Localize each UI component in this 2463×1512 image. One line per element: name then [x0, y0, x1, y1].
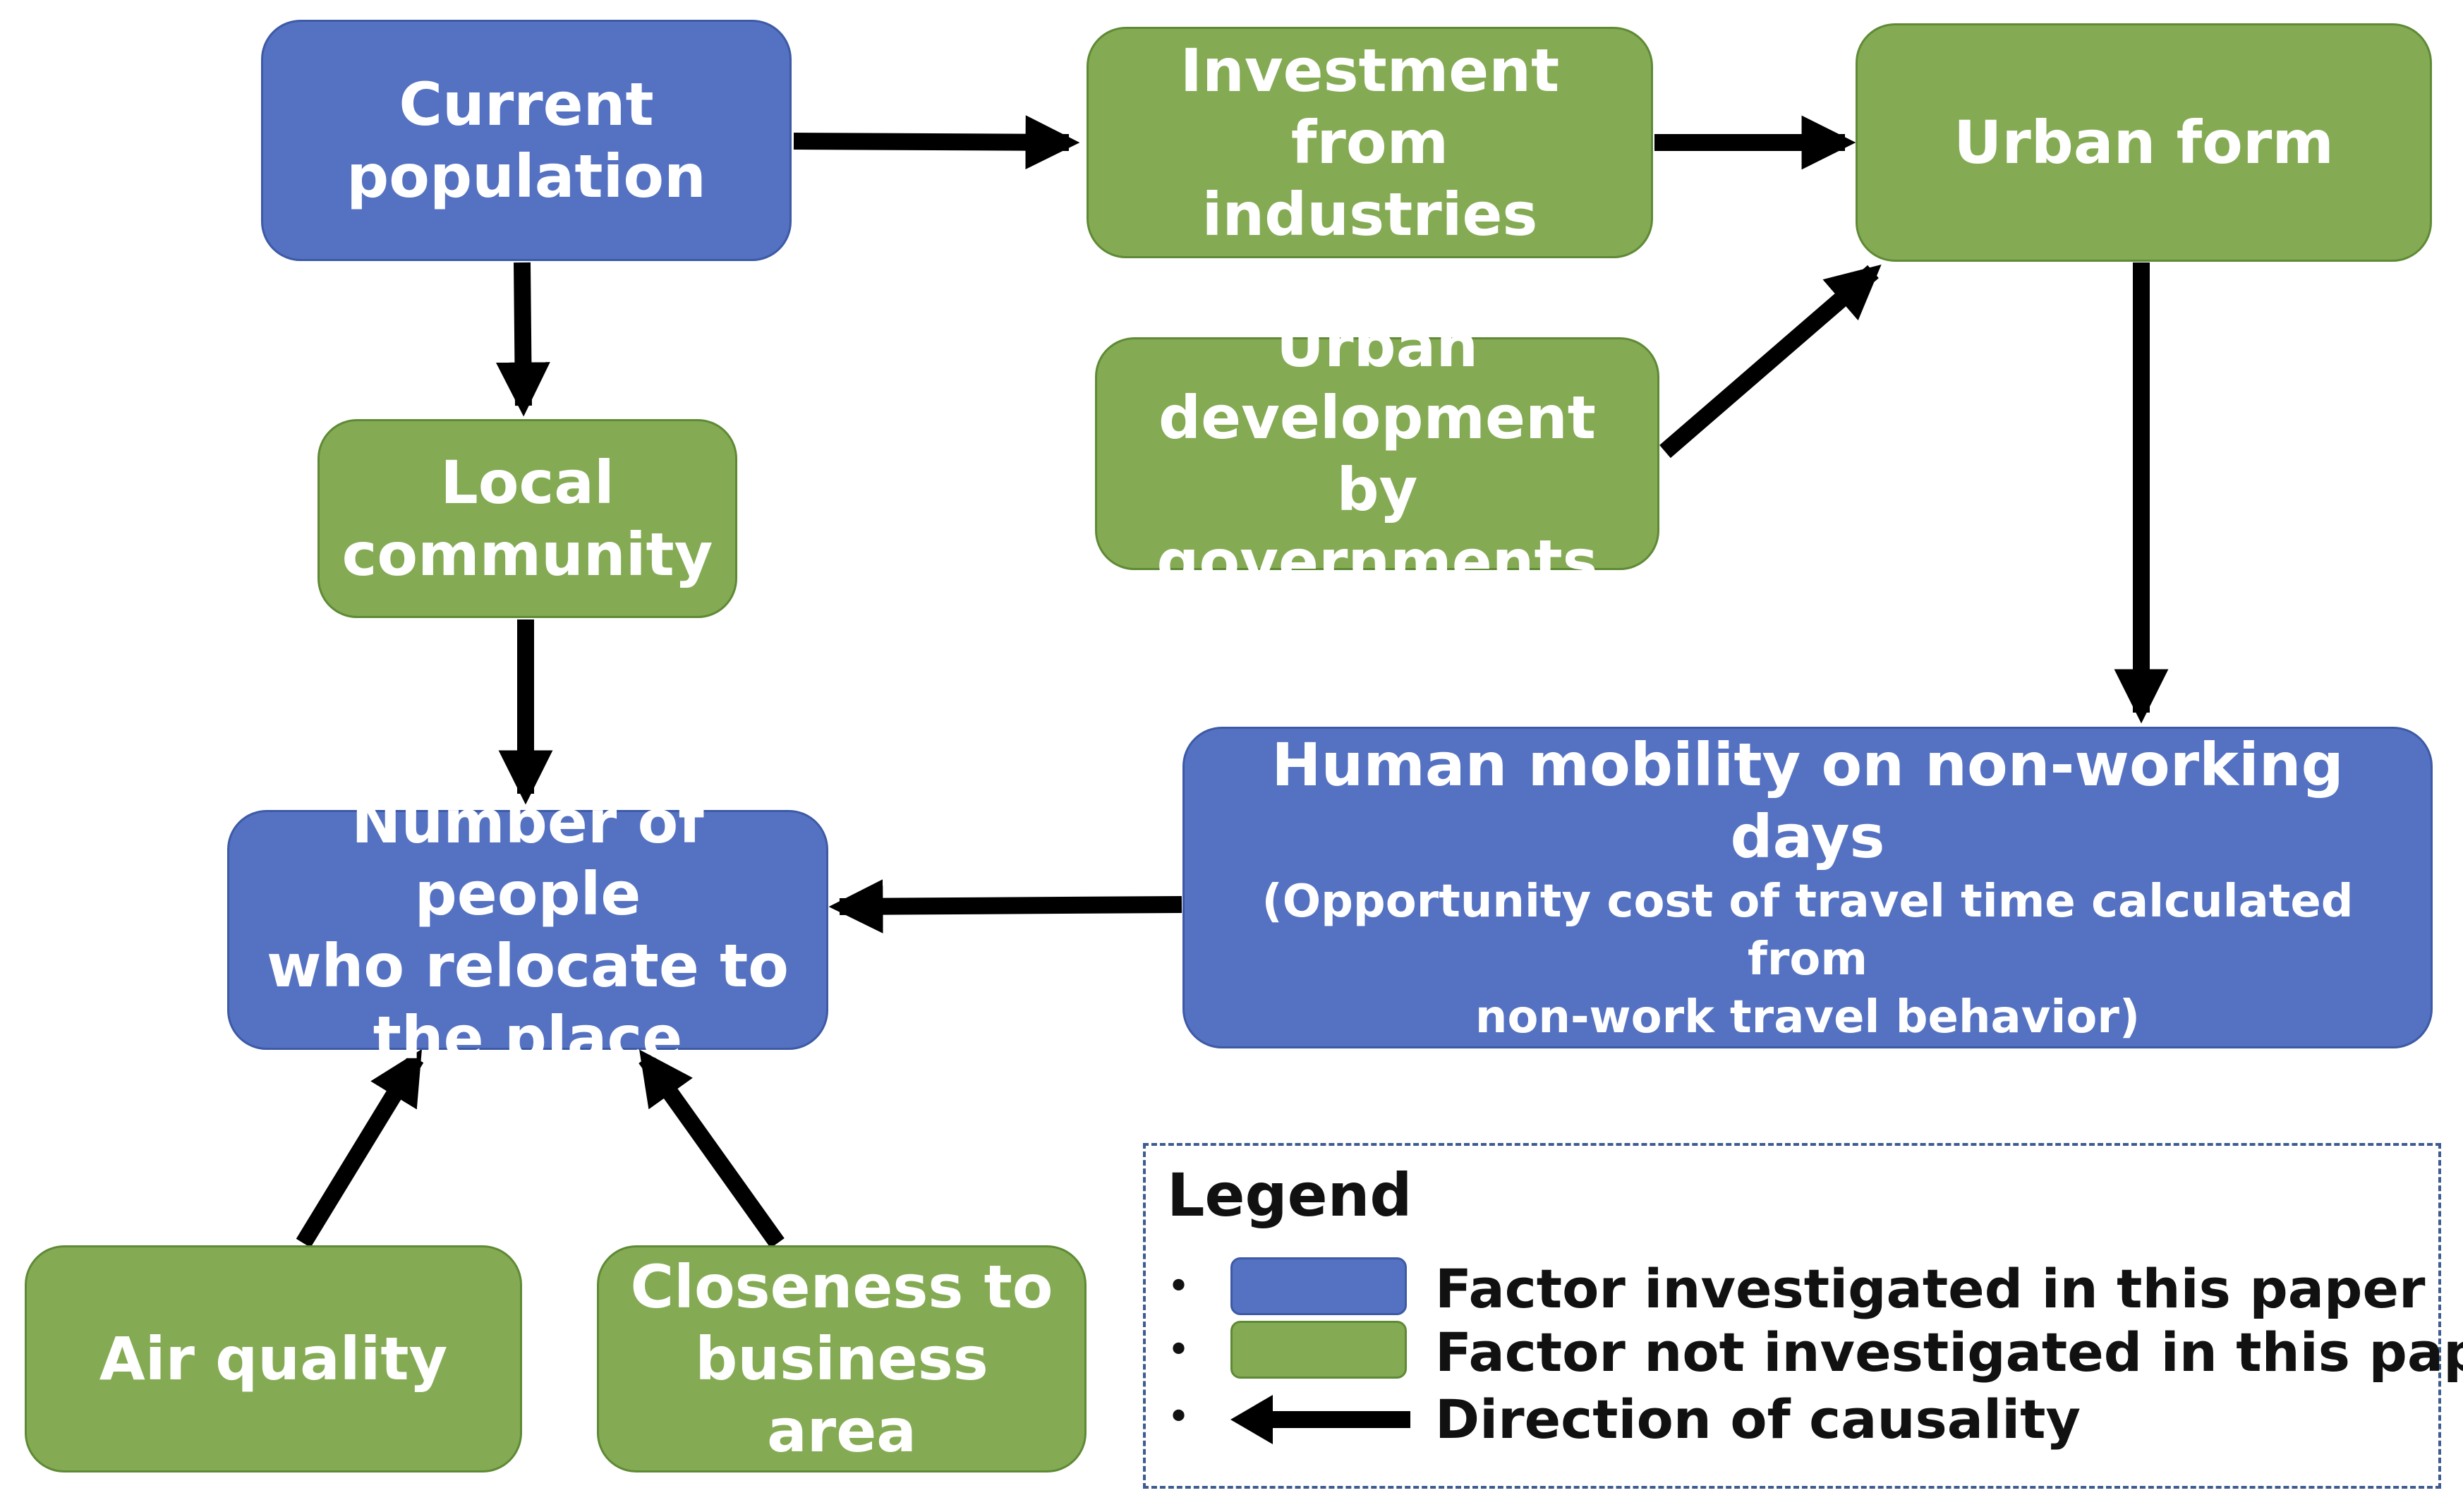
node-line: community	[341, 520, 713, 589]
legend-bullet: •	[1167, 1327, 1191, 1373]
node-line: Closeness to	[630, 1252, 1053, 1322]
arrow-closeness-to-relocate	[639, 1049, 785, 1248]
node-line: industries	[1202, 180, 1538, 249]
node-line: Urban form	[1954, 108, 2334, 177]
arrow-population-to-investment	[793, 115, 1080, 170]
node-line: business area	[695, 1324, 988, 1465]
legend-item-causality: • Direction of causality	[1146, 1388, 2438, 1451]
node-line: governments	[1156, 527, 1598, 596]
node-line: the place	[373, 1003, 683, 1072]
node-line: Investment from	[1180, 36, 1560, 177]
arrow-development-to-urban-form	[1659, 264, 1882, 459]
node-urban-development: Urban development by governments	[1095, 311, 1659, 596]
arrow-population-to-community	[495, 262, 550, 417]
legend-label: Factor not investigated in this paper	[1435, 1321, 2463, 1384]
node-current-population: Current population	[261, 20, 792, 261]
legend-bullet: •	[1167, 1394, 1191, 1440]
node-line: Air quality	[99, 1324, 448, 1393]
node-line: Current	[399, 70, 654, 139]
node-closeness-to-business-area: Closeness to business area	[597, 1245, 1087, 1472]
legend-label: Direction of causality	[1435, 1388, 2081, 1451]
arrow-air-to-relocate	[296, 1048, 424, 1248]
legend-title: Legend	[1167, 1161, 1412, 1230]
node-urban-form: Urban form	[1856, 23, 2432, 262]
node-investment-from-industries: Investment from industries	[1087, 27, 1653, 258]
legend-item-investigated: • Factor investigated in this paper	[1146, 1257, 2438, 1321]
node-human-mobility: Human mobility on non-working days (Oppo…	[1182, 727, 2433, 1048]
node-line: population	[346, 142, 706, 211]
legend-swatch-not-investigated	[1230, 1321, 1407, 1379]
node-title: Human mobility on non-working days	[1271, 730, 2344, 871]
node-line: development by	[1158, 383, 1596, 524]
node-line: who relocate to	[267, 931, 789, 1000]
node-subtitle: non-work travel behavior)	[1475, 991, 2141, 1044]
node-air-quality: Air quality	[25, 1245, 522, 1472]
arrow-mobility-to-relocate	[828, 879, 1182, 934]
node-line: Urban	[1276, 311, 1479, 380]
node-line: Local	[440, 448, 615, 517]
legend-item-not-investigated: • Factor not investigated in this paper	[1146, 1321, 2463, 1384]
node-subtitle: (Opportunity cost of travel time calcula…	[1261, 876, 2354, 986]
legend-bullet: •	[1167, 1264, 1191, 1310]
node-line: Number of people	[351, 787, 704, 929]
legend-label: Factor investigated in this paper	[1435, 1257, 2426, 1320]
node-local-community: Local community	[317, 419, 737, 618]
legend: Legend • Factor investigated in this pap…	[1143, 1143, 2463, 1489]
node-number-of-people-relocate: Number of people who relocate to the pla…	[227, 787, 828, 1072]
legend-swatch-investigated	[1230, 1257, 1407, 1315]
legend-arrow-icon	[1230, 1395, 1410, 1444]
